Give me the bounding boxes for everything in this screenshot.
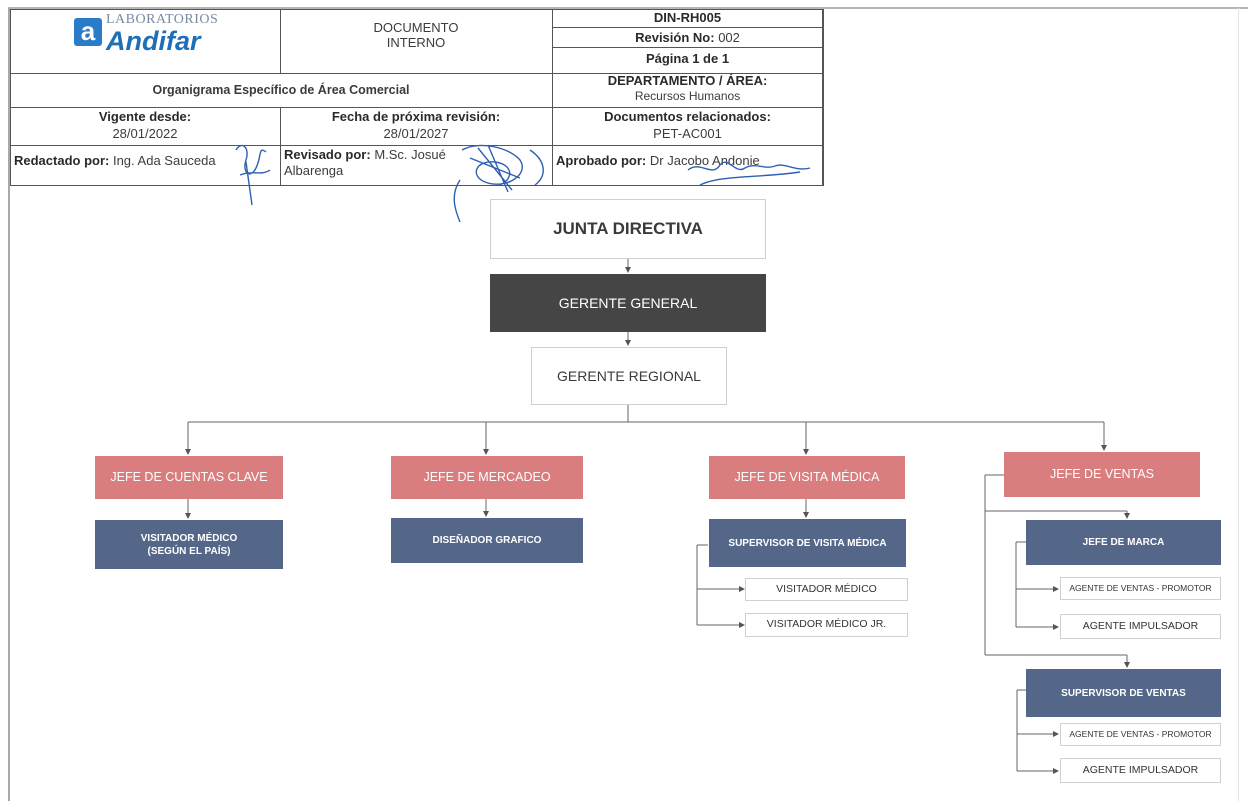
divider — [823, 9, 824, 186]
box-agente-impulsador: AGENTE IMPULSADOR — [1060, 614, 1221, 639]
reviewed-label: Revisado por: — [284, 147, 371, 162]
reviewed-by: Revisado por: M.Sc. Josué Albarenga — [284, 147, 550, 179]
drafted-value: Ing. Ada Sauceda — [112, 153, 216, 168]
visitador-pais-line1: VISITADOR MÉDICO — [140, 532, 238, 544]
dept-label: DEPARTAMENTO / ÁREA: — [607, 73, 768, 88]
box-agente-ventas-promotor: AGENTE DE VENTAS - PROMOTOR — [1060, 577, 1221, 600]
reviewed-value-line2: Albarenga — [284, 163, 344, 178]
logo-name: Andifar — [106, 26, 201, 56]
doc-type: DOCUMENTO INTERNO — [280, 20, 552, 50]
box-jefe-mercadeo: JEFE DE MERCADEO — [391, 456, 583, 499]
drafted-by: Redactado por: Ing. Ada Sauceda — [14, 153, 278, 168]
next-rev-value: 28/01/2027 — [383, 126, 449, 141]
valid-label: Vigente desde: — [98, 109, 192, 124]
next-rev-label: Fecha de próxima revisión: — [331, 109, 501, 124]
revision-label: Revisión No: — [635, 30, 715, 45]
signature-approved — [687, 161, 811, 186]
approved-value: Dr Jacobo Andonie — [649, 153, 760, 168]
box-visitador-medico: VISITADOR MÉDICO — [745, 578, 908, 601]
divider — [10, 145, 823, 146]
approved-by: Aprobado por: Dr Jacobo Andonie — [556, 153, 820, 168]
signature-reviewed — [453, 144, 544, 223]
box-agente-impulsador-2: AGENTE IMPULSADOR — [1060, 758, 1221, 783]
logo-prefix: LABORATORIOS — [106, 12, 219, 27]
box-gerente-regional: GERENTE REGIONAL — [531, 347, 727, 405]
visitador-pais-line2: (SEGÚN EL PAÍS) — [147, 545, 231, 557]
box-supervisor-visita-medica: SUPERVISOR DE VISITA MÉDICA — [709, 519, 906, 567]
page-number: Página 1 de 1 — [645, 51, 730, 66]
page-left-border — [8, 8, 10, 801]
divider — [280, 107, 281, 186]
reviewed-value-line1: M.Sc. Josué — [374, 147, 446, 162]
approved-label: Aprobado por: — [556, 153, 647, 168]
document-title: Organigrama Específico de Área Comercial — [152, 83, 410, 97]
divider — [552, 9, 553, 186]
valid-value: 28/01/2022 — [112, 126, 178, 141]
box-junta-directiva: JUNTA DIRECTIVA — [490, 199, 766, 259]
box-jefe-marca: JEFE DE MARCA — [1026, 520, 1221, 565]
header-frame — [10, 9, 823, 186]
page-top-border — [8, 7, 1248, 9]
box-gerente-general: GERENTE GENERAL — [490, 274, 766, 332]
box-visitador-medico-pais: VISITADOR MÉDICO (SEGÚN EL PAÍS) — [95, 520, 283, 569]
doc-type-line1: DOCUMENTO — [373, 20, 459, 35]
divider — [280, 9, 281, 73]
box-jefe-cuentas-clave: JEFE DE CUENTAS CLAVE — [95, 456, 283, 499]
box-jefe-ventas: JEFE DE VENTAS — [1004, 452, 1200, 497]
divider — [552, 27, 823, 28]
drafted-label: Redactado por: — [14, 153, 110, 168]
related-label: Documentos relacionados: — [604, 109, 771, 124]
logo-mark: a — [74, 18, 102, 46]
dept-value: Recursos Humanos — [634, 89, 741, 103]
doc-type-line2: INTERNO — [386, 35, 446, 50]
box-visitador-medico-jr: VISITADOR MÉDICO JR. — [745, 613, 908, 637]
revision: Revisión No: 002 — [552, 30, 823, 45]
box-disenador-grafico: DISEÑADOR GRAFICO — [391, 518, 583, 563]
divider — [10, 107, 823, 108]
box-supervisor-ventas: SUPERVISOR DE VENTAS — [1026, 669, 1221, 717]
page-right-border — [1238, 8, 1239, 801]
signature-drafted — [235, 144, 271, 206]
related-value: PET-AC001 — [653, 126, 722, 141]
doc-code: DIN-RH005 — [653, 10, 722, 25]
divider — [10, 73, 823, 74]
box-jefe-visita-medica: JEFE DE VISITA MÉDICA — [709, 456, 905, 499]
box-agente-ventas-promotor-2: AGENTE DE VENTAS - PROMOTOR — [1060, 723, 1221, 746]
revision-value: 002 — [718, 30, 740, 45]
divider — [552, 47, 823, 48]
